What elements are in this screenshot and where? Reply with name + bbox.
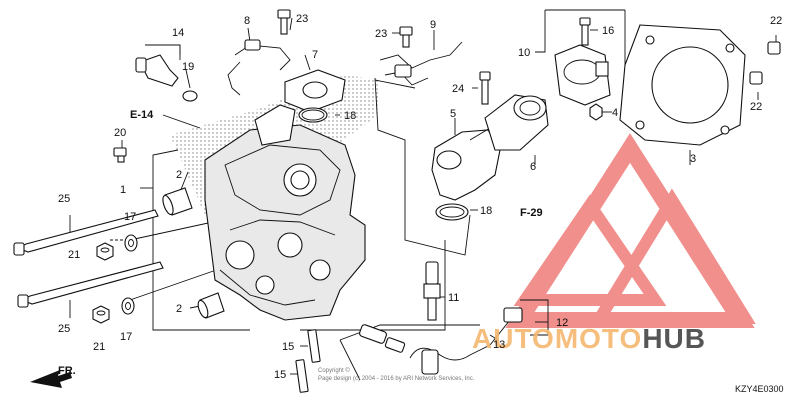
- callout-22-top: 22: [770, 15, 782, 27]
- o2-sensor-13[interactable]: [359, 319, 511, 375]
- callout-17-lower: 17: [120, 331, 132, 343]
- callout-4: 4: [612, 107, 618, 119]
- callout-13: 13: [493, 339, 505, 351]
- copyright-line-2: Page design (c) 2004 - 2016 by ARI Netwo…: [318, 376, 475, 382]
- callout-9: 9: [430, 19, 436, 31]
- nut-lower[interactable]: [92, 305, 110, 324]
- stud-bolt-upper[interactable]: [13, 209, 159, 256]
- callout-21-lower: 21: [93, 341, 105, 353]
- stud-15-upper[interactable]: [307, 329, 321, 363]
- cylinder-gasket-3[interactable]: [619, 24, 746, 146]
- callout-15-upper: 15: [282, 341, 294, 353]
- dowel-22-bottom[interactable]: [749, 71, 763, 85]
- front-label: FR.: [58, 365, 76, 377]
- screw-16[interactable]: [579, 17, 591, 46]
- callout-18-top: 18: [344, 110, 356, 122]
- callout-3: 3: [690, 153, 696, 165]
- spark-plug-11[interactable]: [423, 261, 441, 321]
- callout-22-bottom: 22: [750, 101, 762, 113]
- callout-6: 6: [530, 161, 536, 173]
- callout-24: 24: [452, 83, 464, 95]
- callout-15-lower: 15: [274, 369, 286, 381]
- callout-21-upper: 21: [68, 249, 80, 261]
- leader-lines: [69, 9, 777, 381]
- dowel-pin-upper[interactable]: [161, 187, 193, 216]
- clamp-band-10[interactable]: [554, 44, 611, 106]
- bolt-23-left[interactable]: [277, 9, 291, 35]
- nut-upper[interactable]: [96, 242, 114, 261]
- callout-12: 12: [556, 317, 568, 329]
- watermark-logo: [505, 133, 756, 328]
- copyright-line-1: Copyright ©: [318, 367, 350, 374]
- intake-joint-6[interactable]: [484, 94, 549, 151]
- temperature-sensor[interactable]: [135, 54, 179, 87]
- washer-lower[interactable]: [121, 297, 135, 315]
- diagram-code: KZY4E0300: [735, 384, 784, 394]
- callout-19: 19: [182, 61, 194, 73]
- o-ring-18-lower[interactable]: [435, 203, 469, 221]
- dowel-22-top[interactable]: [767, 41, 781, 55]
- bolt-23-right[interactable]: [399, 26, 413, 48]
- intake-pipe-5[interactable]: [431, 124, 501, 201]
- cylinder-head[interactable]: [204, 104, 366, 321]
- callout-25-lower: 25: [58, 323, 70, 335]
- callout-20: 20: [114, 127, 126, 139]
- callout-2-upper: 2: [176, 169, 182, 181]
- nut-4[interactable]: [589, 103, 603, 121]
- dowel-pin-lower[interactable]: [196, 292, 225, 319]
- callout-25-upper: 25: [58, 193, 70, 205]
- callout-17-upper: 17: [124, 211, 136, 223]
- front-arrow: [30, 370, 72, 388]
- ref-e14: E-14: [130, 109, 154, 121]
- ref-f29: F-29: [520, 207, 543, 219]
- callout-16: 16: [602, 25, 614, 37]
- callout-11: 11: [448, 292, 459, 304]
- insulator-7[interactable]: [284, 69, 346, 113]
- breather-pipe-8[interactable]: [227, 39, 291, 96]
- callout-labels: 1 2 2 3 4 5 6 7 8 9 10 11 12 13 14 15 15…: [58, 13, 784, 394]
- callout-18-lower: 18: [480, 205, 492, 217]
- bolt-24[interactable]: [479, 71, 491, 105]
- callout-1: 1: [120, 184, 126, 196]
- callout-7: 7: [312, 49, 318, 61]
- callout-23-left: 23: [296, 13, 308, 25]
- o-ring-18-top[interactable]: [298, 107, 328, 123]
- stud-15-lower[interactable]: [295, 359, 309, 393]
- o-ring-19[interactable]: [182, 90, 198, 102]
- svg-text:AUTOMOTOHUB: AUTOMOTOHUB: [472, 323, 706, 354]
- callout-8: 8: [244, 15, 250, 27]
- washer-upper[interactable]: [124, 234, 138, 252]
- callout-14: 14: [172, 27, 184, 39]
- bolt-20[interactable]: [113, 147, 127, 163]
- watermark-text: AUTOMOTOHUB: [472, 323, 706, 354]
- callout-5: 5: [450, 108, 456, 120]
- pipe-9[interactable]: [379, 41, 463, 86]
- connector-12[interactable]: [503, 307, 523, 323]
- callout-23-right: 23: [375, 28, 387, 40]
- callout-2-lower: 2: [176, 303, 182, 315]
- stud-bolt-lower[interactable]: [17, 261, 164, 308]
- callout-10: 10: [518, 47, 530, 59]
